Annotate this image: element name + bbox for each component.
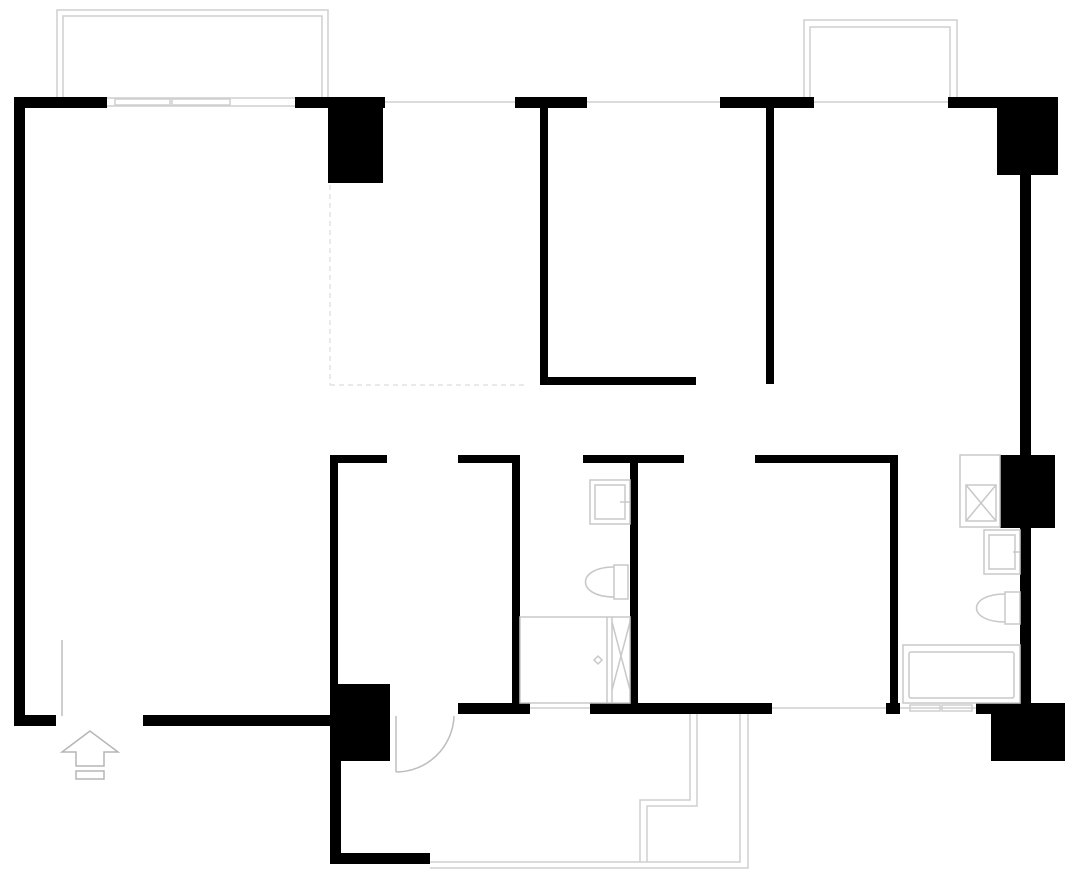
bathroom-2-fixtures <box>902 454 1021 704</box>
bathroom-1-fixtures <box>519 479 631 704</box>
windows <box>107 97 976 712</box>
wall-bath1-right <box>630 455 638 710</box>
wall-bottom-left-vertical <box>330 740 341 864</box>
toilet-icon <box>584 564 629 600</box>
wall-room-a-left <box>540 102 548 384</box>
door-swing-icon <box>61 640 455 773</box>
wall-right-lower <box>1020 525 1031 710</box>
wall-lower-bottom-b <box>590 703 772 714</box>
wall-bottom-outer <box>330 853 430 864</box>
shower-icon <box>519 616 631 704</box>
wall-lower-top-d <box>755 455 897 463</box>
wall-left-outer <box>14 97 25 726</box>
wall-top-left <box>14 97 107 108</box>
column-top-left <box>328 97 383 183</box>
wall-room-a-bottom <box>540 377 696 385</box>
shower-icon <box>959 454 1001 528</box>
wall-room-c-right <box>890 455 898 705</box>
wall-bottom-left-a <box>14 715 56 726</box>
column-right-mid <box>1000 455 1055 528</box>
top-right-balcony <box>803 19 958 97</box>
wall-lower-left <box>330 455 338 695</box>
bathtub-icon <box>902 644 1021 704</box>
top-left-balcony <box>56 9 329 97</box>
wall-bath1-left <box>512 455 520 710</box>
wall-right-upper <box>1020 170 1031 460</box>
wall-lower-bottom-a <box>458 703 530 714</box>
open-plan-dashed-lines <box>329 185 528 386</box>
column-bottom-right <box>991 703 1065 761</box>
up-arrow-entrance-icon <box>59 730 121 780</box>
bottom-balcony <box>430 712 749 869</box>
column-top-right <box>997 97 1058 175</box>
wall-lower-bottom-c <box>886 703 900 714</box>
wall-lower-top-a <box>330 455 387 463</box>
wall-top-mid-b <box>515 97 587 108</box>
toilet-icon <box>975 591 1021 625</box>
wall-bottom-right-stub <box>976 703 996 714</box>
wall-lower-top-b <box>458 455 520 463</box>
wall-room-b-left <box>766 102 774 384</box>
wall-bottom-left-b <box>143 715 333 726</box>
walls <box>14 97 1065 864</box>
